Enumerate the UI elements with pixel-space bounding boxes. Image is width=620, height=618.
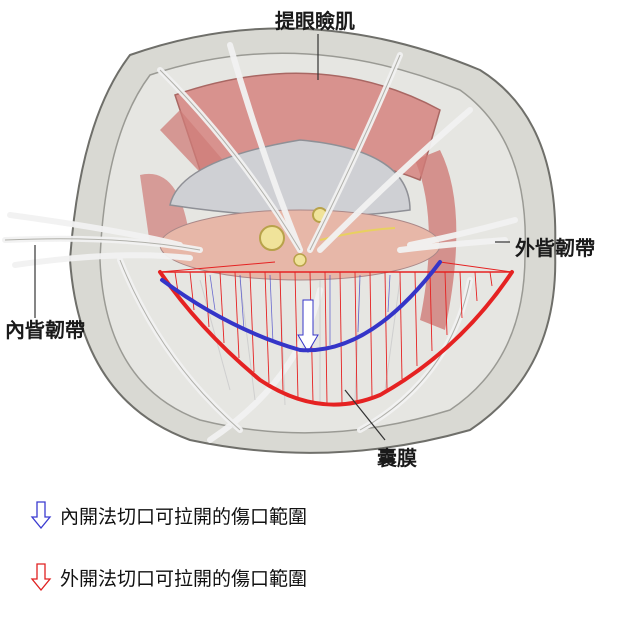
inner-incision-range [209, 274, 391, 345]
outer-incision-edge-left [159, 261, 276, 273]
center-open-arrow [297, 299, 319, 353]
legend-item-inner: 內開法切口可拉開的傷口範圍 [30, 500, 590, 530]
levator-label: 提眼瞼肌 [275, 9, 355, 33]
lower-muscle [140, 173, 190, 245]
lateral-ligament-label: 外眥韌帶 [515, 236, 595, 260]
blue-open-arrow-icon [30, 501, 52, 529]
red-open-arrow-icon [30, 563, 52, 591]
outer-incision-edge-right [439, 261, 513, 273]
outer-incision-curve [158, 270, 514, 407]
capsule-leader [344, 389, 386, 441]
inner-incision-curve [160, 260, 442, 353]
nerve-dot-3 [293, 253, 307, 267]
legend-item-outer: 外開法切口可拉開的傷口範圍 [30, 562, 590, 592]
nerve-dot-1 [259, 225, 285, 251]
medial-ligament-label: 內眥韌帶 [5, 318, 85, 342]
eye-anatomy-diagram [2, 27, 557, 454]
fascia-outlines [4, 54, 471, 431]
nerve-line [319, 227, 396, 241]
outer-incision-range [159, 261, 513, 405]
legend-outer-text: 外開法切口可拉開的傷口範圍 [60, 567, 308, 590]
legend-inner-text: 內開法切口可拉開的傷口範圍 [60, 505, 308, 528]
capsule-label: 囊膜 [377, 446, 417, 470]
